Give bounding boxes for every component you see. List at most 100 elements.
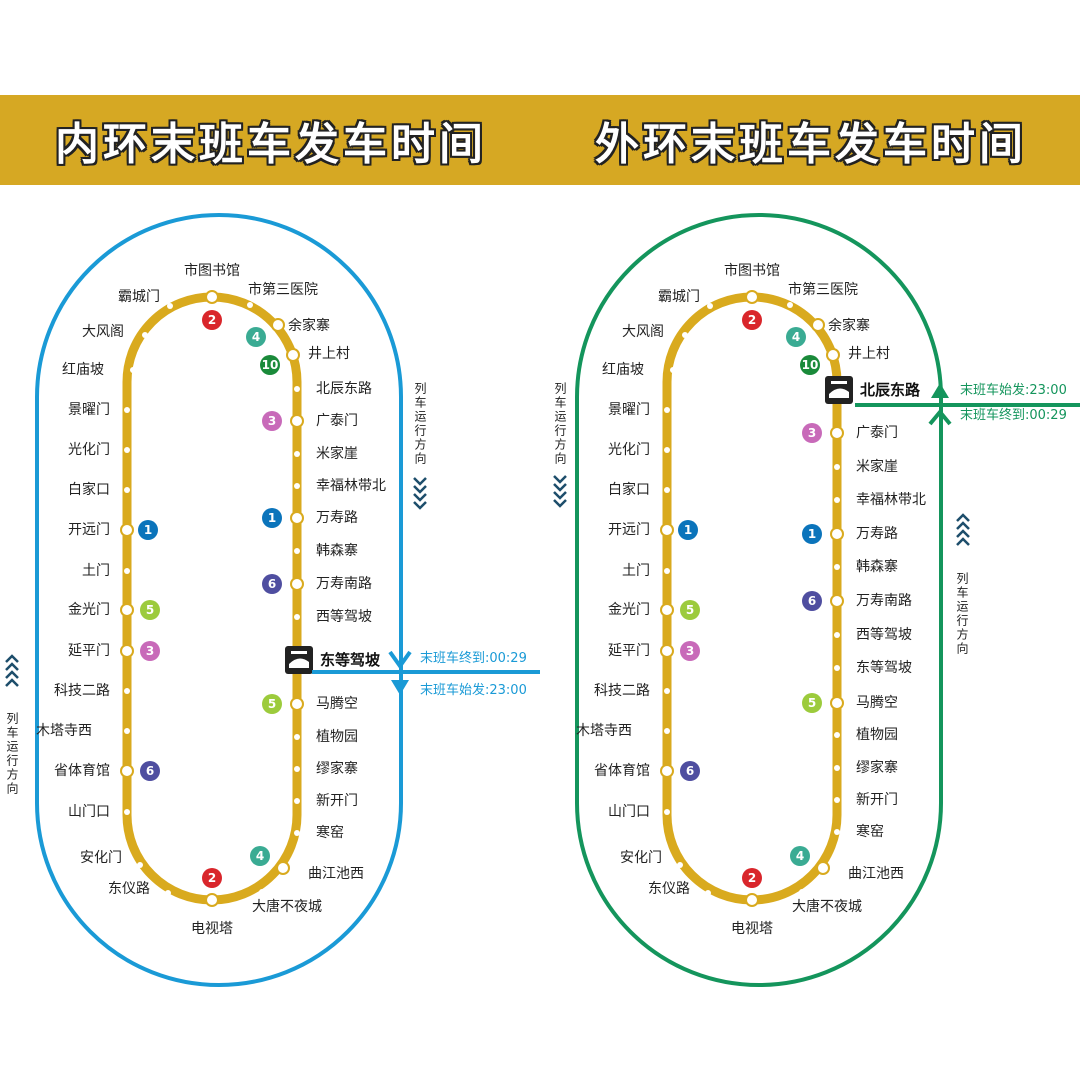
transfer-line-badge: 2 xyxy=(742,310,762,330)
station-label: 植物园 xyxy=(856,727,898,743)
station-dot xyxy=(167,303,173,309)
direction-label: 列车运行方向 xyxy=(5,712,19,796)
station[interactable]: 大风阁 xyxy=(82,324,148,340)
station[interactable]: 土门 xyxy=(82,563,130,579)
station[interactable]: 白家口 xyxy=(608,481,670,498)
station-label: 韩森寨 xyxy=(856,558,898,575)
station[interactable]: 东等驾坡 xyxy=(834,659,912,676)
station[interactable]: 幸福林带北 xyxy=(294,478,386,494)
station[interactable]: 东仪路 xyxy=(108,881,171,897)
station[interactable]: 红庙坡 xyxy=(62,362,136,378)
station[interactable]: 寒窑 xyxy=(294,824,344,841)
station[interactable]: 西等驾坡 xyxy=(294,608,372,625)
station-label: 广泰门 xyxy=(316,413,358,429)
station[interactable]: 光化门 xyxy=(608,442,670,458)
station-dot xyxy=(830,426,844,440)
station[interactable]: 木塔寺西 xyxy=(36,723,130,739)
station[interactable]: 安化门 xyxy=(620,850,683,868)
station[interactable]: 光化门 xyxy=(68,442,130,458)
station-dot xyxy=(294,830,300,836)
station[interactable]: 大唐不夜城 xyxy=(252,889,322,915)
station[interactable]: 霸城门 xyxy=(658,289,713,309)
station[interactable]: 缪家寨 xyxy=(294,760,358,777)
station[interactable]: 韩森寨 xyxy=(294,542,358,559)
station[interactable]: 市第三医院 xyxy=(787,281,858,308)
station[interactable]: 市图书馆 2 xyxy=(724,262,780,330)
transfer-line-badge: 2 xyxy=(742,868,762,888)
station[interactable]: 西等驾坡 xyxy=(834,626,912,643)
station[interactable]: 科技二路 xyxy=(54,683,130,699)
station-label: 米家崖 xyxy=(316,445,358,462)
station[interactable]: 植物园 xyxy=(294,729,358,745)
station[interactable]: 山门口 xyxy=(68,804,130,820)
station[interactable]: 土门 xyxy=(622,563,670,579)
station[interactable]: 东仪路 xyxy=(648,881,711,897)
station[interactable]: 北辰东路 xyxy=(825,376,921,404)
station-label: 北辰东路 xyxy=(316,381,372,397)
station[interactable]: 山门口 xyxy=(608,804,670,820)
station[interactable]: 幸福林带北 xyxy=(834,492,926,508)
station[interactable]: 大风阁 xyxy=(622,324,688,340)
outer-ring-header: 外环末班车发车时间 xyxy=(542,95,1080,185)
station[interactable]: 新开门 xyxy=(294,793,358,809)
svg-text:列车运行方向: 列车运行方向 xyxy=(5,712,19,796)
station[interactable]: 科技二路 xyxy=(594,683,670,699)
station[interactable]: 安化门 xyxy=(80,850,143,868)
station[interactable]: 霸城门 xyxy=(118,289,173,309)
station[interactable]: 景曜门 xyxy=(68,402,130,418)
station[interactable]: 米家崖 xyxy=(834,458,898,475)
station[interactable]: 东等驾坡 xyxy=(285,646,380,674)
station-dot xyxy=(205,290,219,304)
station[interactable]: 新开门 xyxy=(834,792,898,808)
station[interactable]: 景曜门 xyxy=(608,402,670,418)
station[interactable]: 米家崖 xyxy=(294,445,358,462)
station-label: 电视塔 xyxy=(191,921,233,937)
station-label: 市图书馆 xyxy=(724,262,780,279)
transfer-line-badge: 3 xyxy=(140,641,160,661)
station[interactable]: 缪家寨 xyxy=(834,759,898,776)
station[interactable]: 市第三医院 xyxy=(247,281,318,308)
station-dot xyxy=(124,688,130,694)
station[interactable]: 白家口 xyxy=(68,481,130,498)
station[interactable]: 大唐不夜城 xyxy=(792,889,862,915)
station-dot xyxy=(660,603,674,617)
station-dot xyxy=(799,889,805,895)
station[interactable]: 寒窑 xyxy=(834,823,884,840)
station[interactable]: 木塔寺西 xyxy=(576,723,670,739)
station[interactable]: 韩森寨 xyxy=(834,558,898,575)
station-dot xyxy=(745,893,759,907)
station[interactable]: 北辰东路 xyxy=(294,381,372,397)
station-label: 木塔寺西 xyxy=(576,723,632,739)
station-label: 井上村 xyxy=(308,346,350,362)
station-label: 光化门 xyxy=(608,442,650,458)
station[interactable]: 红庙坡 xyxy=(602,362,676,378)
station[interactable]: 植物园 xyxy=(834,727,898,743)
arrow-up-icon xyxy=(928,408,952,426)
